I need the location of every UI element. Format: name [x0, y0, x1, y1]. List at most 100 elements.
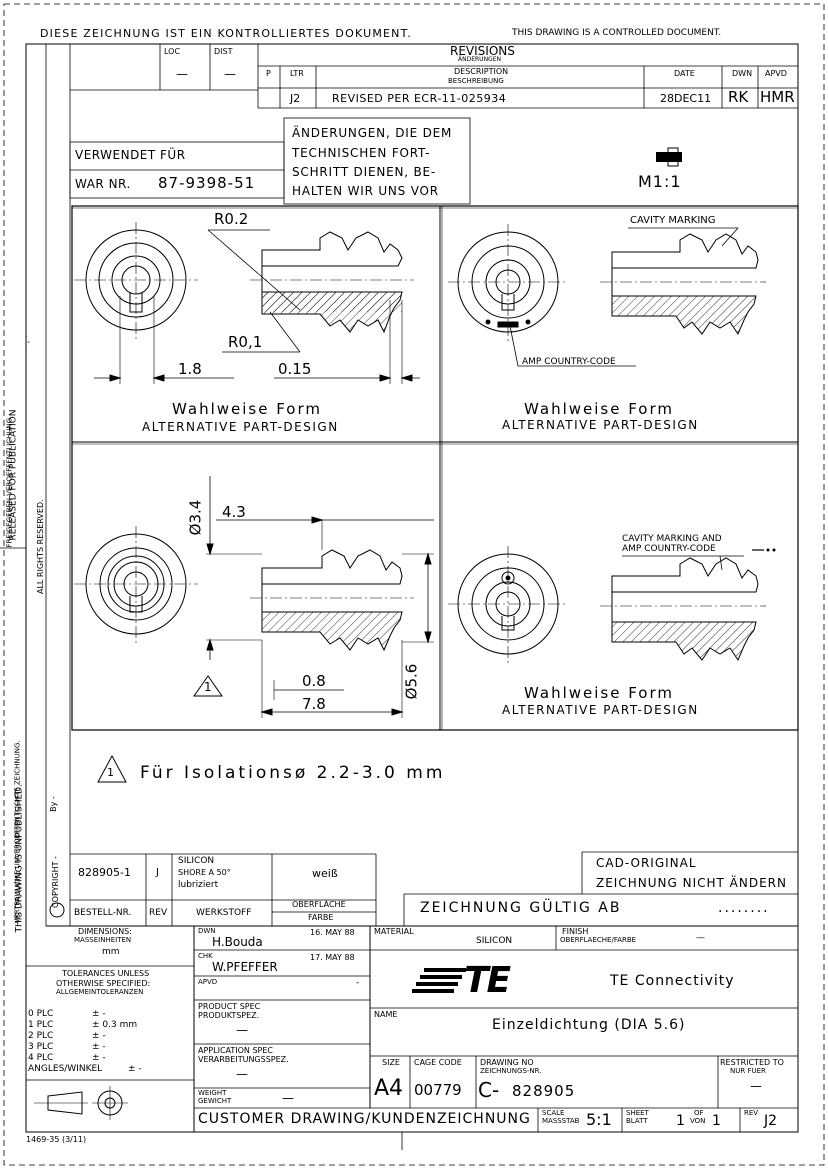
name-label: NAME [374, 1010, 398, 1019]
angles: ANGLES/WINKEL [28, 1064, 103, 1074]
tol-1: TOLERANCES UNLESS [62, 969, 150, 978]
part-name: Einzeldichtung (DIA 5.6) [492, 1017, 686, 1033]
chk-date: 17. MAY 88 [310, 953, 355, 962]
change-note-2: TECHNISCHEN FORT- [292, 146, 431, 160]
rev-row-dwn: RK [728, 88, 749, 106]
te-logo-text: TE [464, 960, 511, 1001]
dwn-date: 16. MAY 88 [310, 928, 355, 937]
tol-2: OTHERWISE SPECIFIED: [56, 979, 151, 988]
dim-0-15: 0.15 [278, 360, 312, 378]
size-label: SIZE [382, 1058, 400, 1067]
war-nr-label: WAR NR. [75, 177, 131, 191]
valid-from-dots: ........ [718, 900, 770, 916]
dim-dia-3-4: Ø3.4 [186, 499, 205, 536]
apvd-label: APVD [198, 978, 218, 986]
finish-label-de: OBERFLAECHE/FARBE [560, 936, 637, 944]
plc3-val: ± - [92, 1042, 106, 1052]
plc2-val: ± - [92, 1031, 106, 1041]
rev-value: J2 [764, 1113, 778, 1129]
alt-de-3: Wahlweise Form [524, 684, 674, 702]
drawing-no-value: 828905 [512, 1082, 576, 1100]
sheet-value: 1 [676, 1113, 685, 1129]
sheet-label-de: BLATT [626, 1117, 648, 1125]
view-top-right [448, 224, 766, 367]
loc-value: — [176, 67, 188, 81]
rev-col-p: P [266, 69, 271, 78]
rev-col-desc: DESCRIPTION [454, 67, 509, 76]
controlled-note-de: DIESE ZEICHNUNG IST EIN KONTROLLIERTES D… [40, 27, 412, 40]
alt-de-2: Wahlweise Form [524, 400, 674, 418]
restricted-label: RESTRICTED TO [720, 1058, 784, 1067]
rev-row-date: 28DEC11 [660, 92, 712, 105]
drawing-no-label: DRAWING NO [480, 1058, 534, 1067]
change-note-4: HALTEN WIR UNS VOR [292, 184, 439, 198]
sheet-label: SHEET [626, 1109, 649, 1117]
change-note-1: ÄNDERUNGEN, DIE DEM [292, 126, 453, 140]
plc0-val: ± - [92, 1009, 106, 1019]
revisions-title: REVISIONS [450, 44, 515, 58]
chk-label: CHK [198, 952, 213, 960]
alt-en-2: ALTERNATIVE PART-DESIGN [502, 418, 699, 432]
dwn-label: DWN [198, 927, 216, 935]
amp-country-code-label: AMP COUNTRY-CODE [522, 357, 616, 367]
part-rev: J [156, 867, 159, 878]
alt-en-1: ALTERNATIVE PART-DESIGN [142, 420, 339, 434]
plc3: 3 PLC [28, 1042, 54, 1052]
projection-symbol-icon [34, 1086, 128, 1120]
prod-spec-label-de: PRODUKTSPEZ. [198, 1011, 260, 1020]
revisions-title-de: ÄNDERUNGEN [458, 56, 501, 63]
header-werkstoff: WERKSTOFF [196, 908, 252, 918]
radius-r02: R0.2 [214, 210, 249, 228]
tol-3: ALLGEMEINTOLERANZEN [56, 988, 144, 996]
customer-drawing: CUSTOMER DRAWING/KUNDENZEICHNUNG [198, 1111, 531, 1127]
view-bottom-right [448, 546, 776, 664]
rev-col-dwn: DWN [732, 69, 753, 78]
view-bottom-left [74, 476, 434, 718]
dim-0-8: 0.8 [302, 672, 326, 690]
controlled-note-en: THIS DRAWING IS A CONTROLLED DOCUMENT. [512, 28, 722, 38]
sheet-total: 1 [712, 1113, 721, 1129]
restricted-value: — [750, 1079, 762, 1093]
alt-en-3: ALTERNATIVE PART-DESIGN [502, 703, 699, 717]
material-2: SHORE A 50° [178, 868, 231, 877]
company-name: TE Connectivity [610, 973, 735, 989]
dim-4-3: 4.3 [222, 503, 246, 521]
side-marks: - , - [21, 335, 31, 349]
alt-de-1: Wahlweise Form [172, 400, 322, 418]
radius-r01: R0,1 [228, 333, 263, 351]
dim-1-8: 1.8 [178, 360, 202, 378]
rev-row-apvd: HMR [760, 88, 795, 106]
rev-col-desc-de: BESCHREIBUNG [448, 77, 504, 85]
freigegeben-label: FREIGEGEBEN VEROEFFENTLICHUNG [5, 417, 14, 548]
rev-col-ltr: LTR [290, 69, 304, 78]
material-3: lubriziert [178, 880, 219, 890]
material-1: SILICON [178, 856, 215, 866]
view-top-left [74, 222, 420, 384]
part-symbol-icon [656, 147, 682, 167]
te-logo-icon [412, 968, 466, 993]
dim-dia-5-6: Ø5.6 [402, 663, 421, 700]
chk-name: W.PFEFFER [212, 960, 278, 974]
war-nr-value: 87-9398-51 [158, 174, 256, 192]
note-flag-icon [97, 754, 127, 783]
scale-m11: M1:1 [638, 172, 682, 191]
dist-label: DIST [214, 47, 233, 56]
weight-label: WEIGHT [198, 1089, 227, 1097]
verwendet-label: VERWENDET FÜR [75, 148, 186, 162]
dist-value: — [224, 67, 236, 81]
apvd-value: - [356, 978, 360, 988]
scale-label: SCALE [542, 1109, 565, 1117]
rights-label: ALL RIGHTS RESERVED. [36, 499, 45, 594]
plc4: 4 PLC [28, 1053, 54, 1063]
rev-row-desc: REVISED PER ECR-11-025934 [332, 92, 507, 105]
rev-col-apvd: APVD [765, 69, 787, 78]
app-spec-label: APPLICATION SPEC [198, 1046, 273, 1055]
von-label: VON [690, 1117, 706, 1125]
cad-original: CAD-ORIGINAL [596, 856, 697, 870]
copyright-icon [49, 902, 65, 918]
app-spec-label-de: VERARBEITUNGSSPEZ. [198, 1055, 289, 1064]
rev-row-ltr: J2 [290, 92, 301, 105]
size-value: A4 [374, 1076, 404, 1101]
cad-do-not-change: ZEICHNUNG NICHT ÄNDERN [596, 876, 787, 890]
rev-label: REV [744, 1109, 759, 1117]
